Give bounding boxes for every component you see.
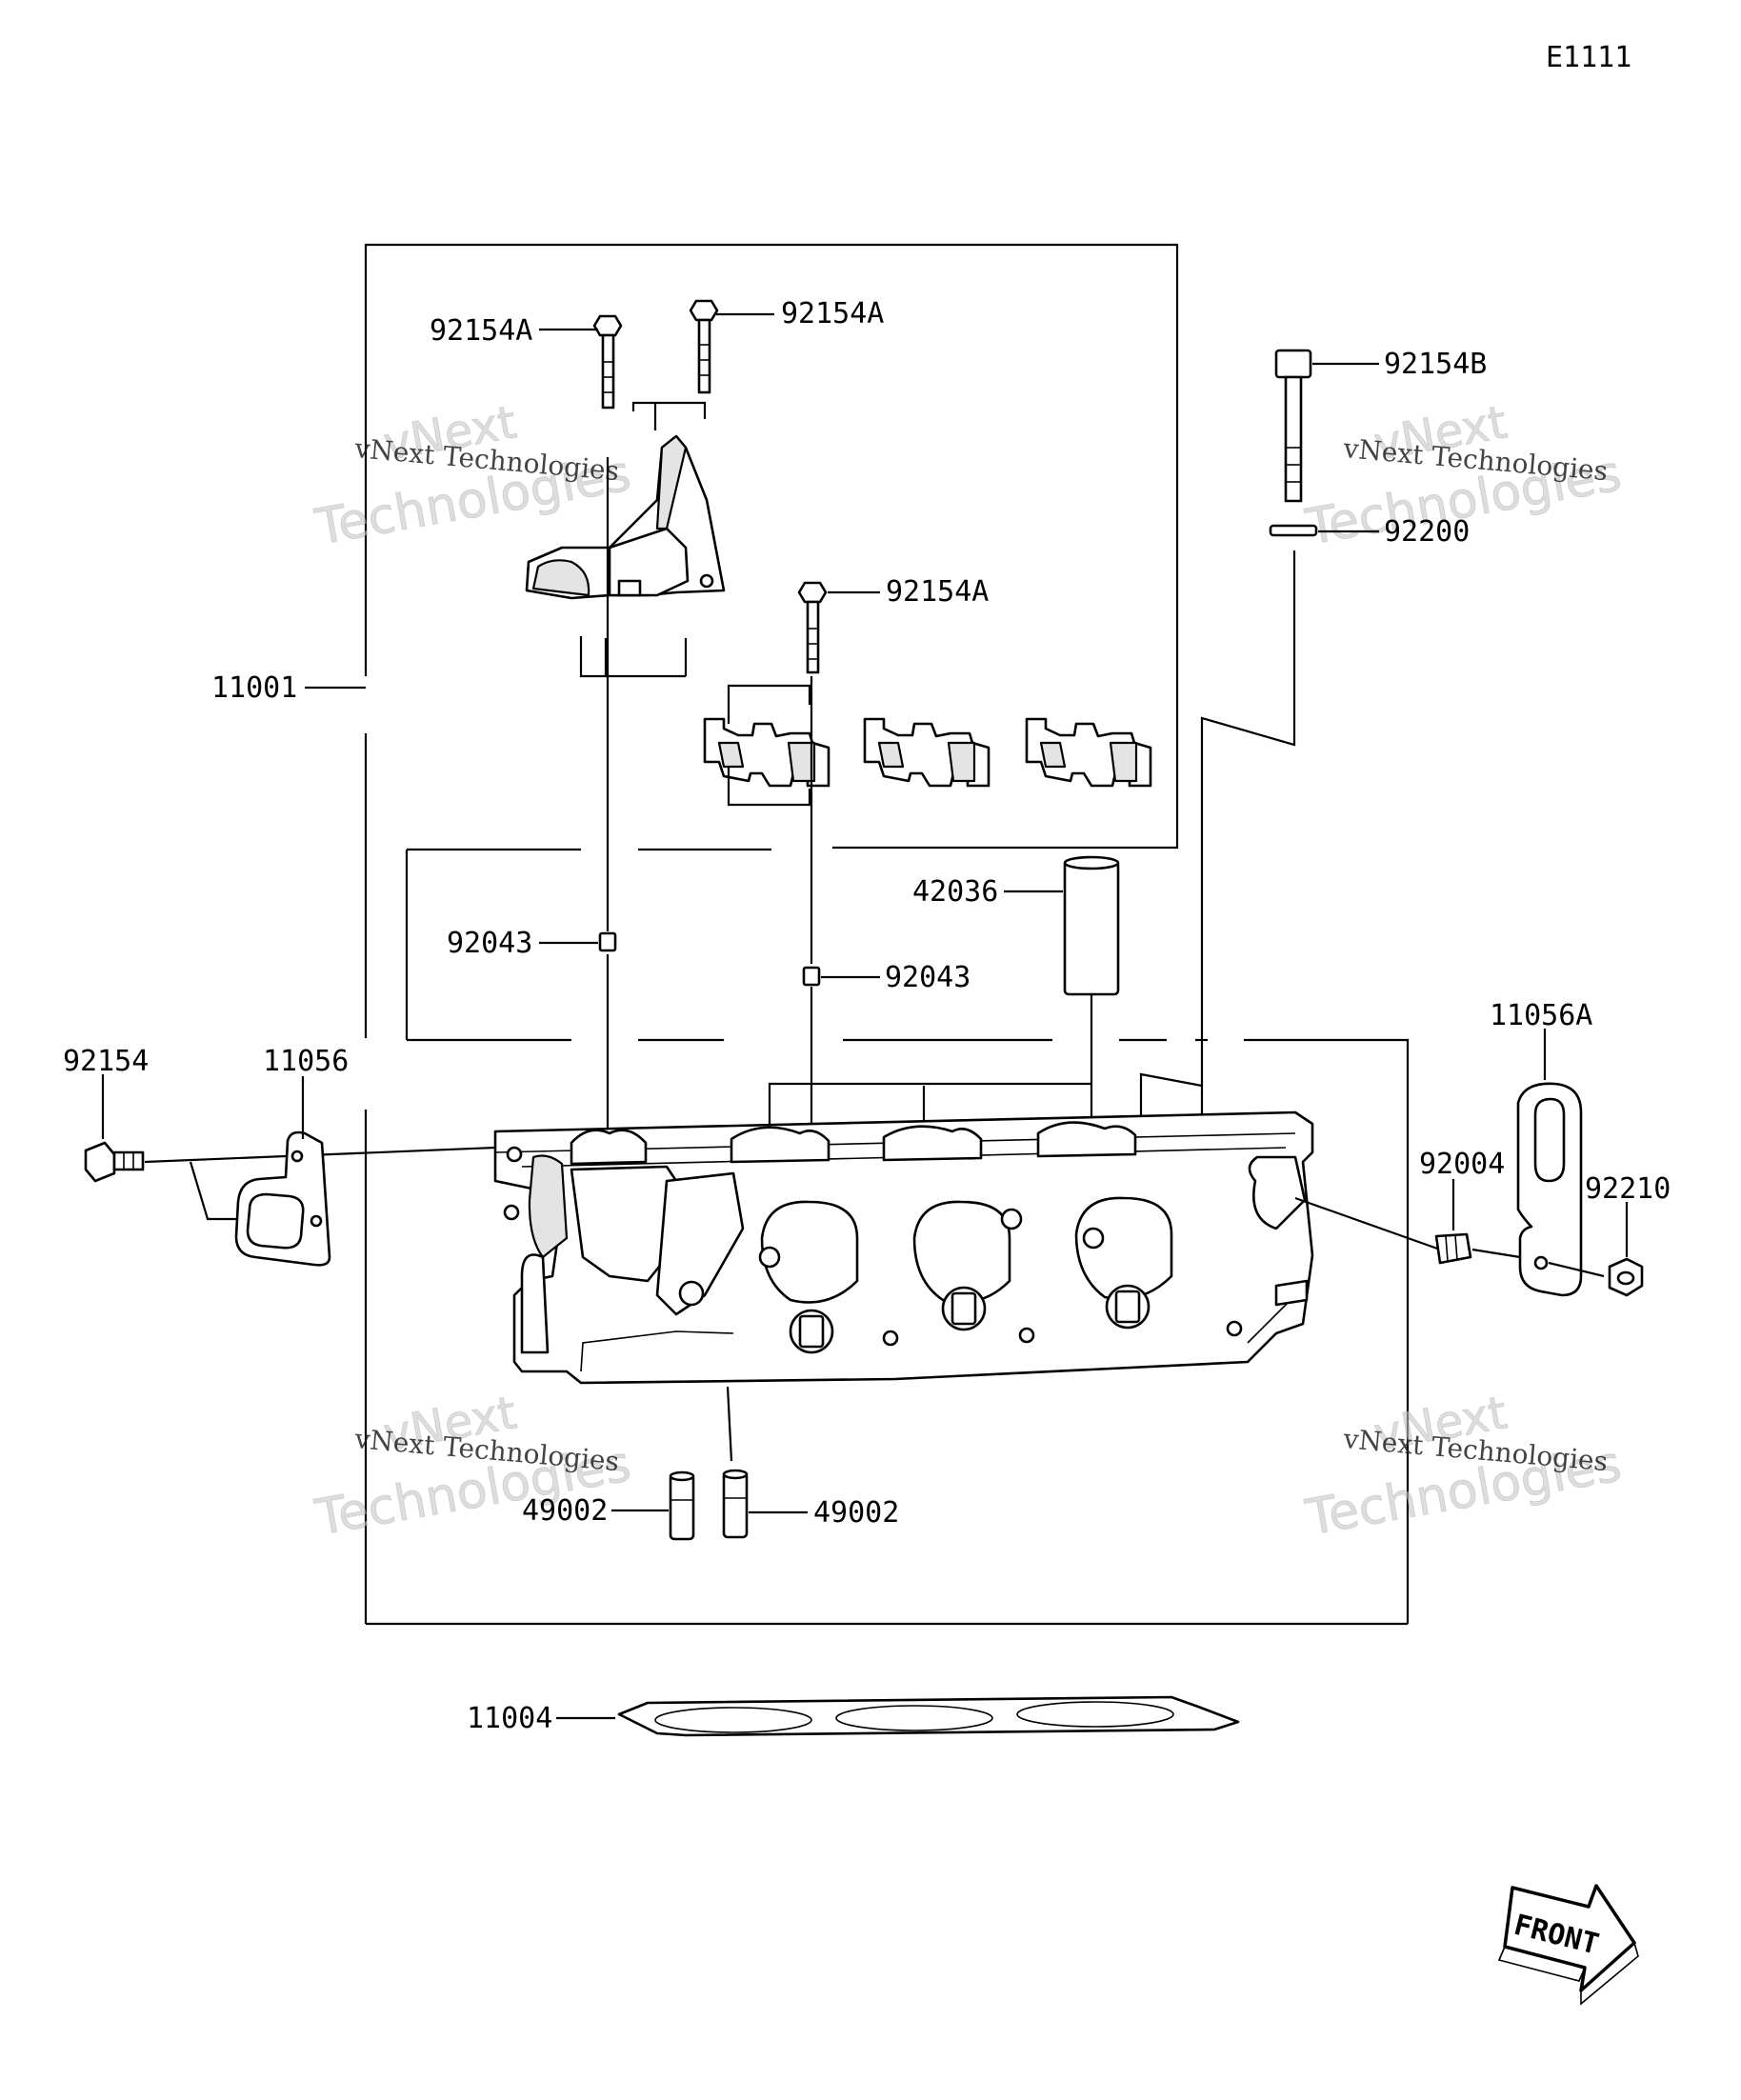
label-49002-2: 49002 <box>813 1496 899 1530</box>
camshaft-cap-3 <box>1025 717 1152 788</box>
label-11056: 11056 <box>263 1045 349 1078</box>
label-49002-1: 49002 <box>522 1494 608 1528</box>
diagram-code: E1111 <box>1546 41 1631 74</box>
label-11001: 11001 <box>211 671 297 705</box>
label-11056A: 11056A <box>1490 999 1592 1032</box>
dowel-92043-right <box>802 966 821 987</box>
bolt-92154B <box>1274 349 1312 503</box>
label-92210: 92210 <box>1585 1172 1671 1206</box>
oil-jet-49002-right <box>722 1469 749 1539</box>
washer-92200 <box>1269 524 1318 537</box>
label-92154A-1: 92154A <box>430 314 532 348</box>
label-92043-1: 92043 <box>447 927 532 960</box>
bolt-92154A-left <box>592 314 623 410</box>
cylinder-head <box>493 1072 1314 1385</box>
bracket-11056A <box>1516 1082 1583 1297</box>
label-92043-2: 92043 <box>885 961 971 994</box>
camshaft-cap-2 <box>863 717 991 788</box>
bolt-92154A-mid <box>797 581 828 674</box>
tube-42036 <box>1063 855 1120 996</box>
label-42036: 42036 <box>912 875 998 909</box>
bolt-92154A-right <box>689 299 719 394</box>
head-gasket-11004 <box>617 1695 1240 1737</box>
stud-92004 <box>1434 1232 1472 1265</box>
dowel-92043-left <box>598 931 617 952</box>
label-11004: 11004 <box>467 1702 552 1735</box>
label-92154A-3: 92154A <box>886 575 989 609</box>
watermark-brand: vNext <box>1370 395 1511 471</box>
bracket-11056 <box>234 1130 331 1267</box>
camshaft-holder-left <box>525 401 726 678</box>
label-92004: 92004 <box>1419 1148 1505 1181</box>
label-92200: 92200 <box>1384 515 1470 549</box>
label-92154A-2: 92154A <box>781 297 884 330</box>
camshaft-cap-1 <box>703 684 830 807</box>
front-direction-arrow: FRONT <box>1497 1884 1639 2006</box>
oil-jet-49002-left <box>669 1470 695 1541</box>
label-92154B: 92154B <box>1384 348 1487 381</box>
nut-92210 <box>1608 1257 1644 1297</box>
bolt-92154 <box>84 1141 145 1183</box>
label-92154: 92154 <box>63 1045 149 1078</box>
